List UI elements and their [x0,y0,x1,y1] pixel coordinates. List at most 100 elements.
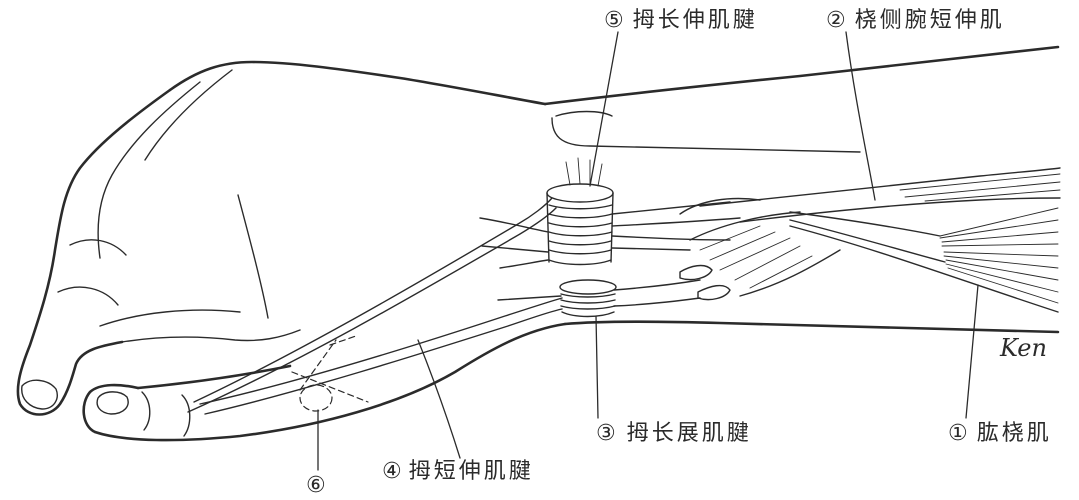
ecrb-fiber [899,173,1061,191]
label-number: ④ [382,459,405,484]
brachioradialis-tendon [789,219,946,263]
leader-apl [595,315,599,419]
tendon-right [611,217,741,227]
hand-details [21,69,861,437]
index-finger-outline [16,88,172,416]
body-outline [16,45,1060,442]
apl-muscle-edge [739,249,841,297]
apl-fiber [699,225,761,251]
retinaculum-wrap [560,305,616,310]
retinaculum-top [559,279,617,295]
brachioradialis-edge [789,225,1059,313]
ulna-head-top [555,110,613,117]
tendon-right [613,297,701,307]
retinaculum-side [610,192,614,263]
forearm-bottom-outline [563,320,1060,334]
label-marker6: ⑥ [306,473,329,498]
ring-finger-line [144,69,233,161]
label-text: 拇短伸肌腱 [409,459,534,484]
tendon-under-retinaculum [497,295,562,301]
ecrb-belly [679,197,761,215]
extensor-retinaculum-upper [546,157,614,266]
leader-epb [417,339,461,459]
retinaculum-wrap [560,293,616,298]
apl-fiber [709,231,776,261]
retinaculum-fiber [565,161,571,186]
retinaculum-top [546,183,614,203]
index-fingernail [21,379,58,410]
thumb-joint-line [141,391,151,431]
apl-fiber [749,255,813,289]
thumb-joint-line [181,394,191,437]
retinaculum-wrap [561,311,615,318]
ulna-head-outline [551,117,861,153]
hand-dorsum-outline [168,60,547,106]
brachioradialis-fiber [945,259,1059,281]
retinaculum-wrap [548,231,613,237]
brachioradialis-fiber [943,255,1059,269]
retinaculum-fiber [577,157,581,185]
palm-edge-line [121,329,301,343]
retinaculum-wrap [548,249,612,255]
forearm-top-outline [543,45,1060,106]
label-number: ③ [596,421,619,446]
hand-dorsum-crease [237,194,269,319]
brachioradialis-fiber [941,243,1059,247]
brachioradialis-tendon [789,211,941,237]
middle-finger-line [97,81,201,259]
dashed-line [291,371,369,403]
epl-tendon [187,207,557,413]
tendon-right [611,247,691,251]
brachioradialis-fiber [943,251,1059,257]
apl-fiber [719,237,791,271]
retinaculum-wrap [548,240,612,246]
label-number: ⑤ [604,8,627,33]
ecrb-muscle-edge [739,197,1061,223]
thumb-tip-outline [82,383,140,434]
leader-lines [317,31,979,471]
ecrb-fiber [924,189,1061,202]
dashed-ellipse [299,384,333,412]
brachioradialis-fiber [939,219,1059,239]
ecrb-fiber [904,181,1061,198]
label-text: 肱桡肌 [977,421,1052,446]
artist-signature: Ken [999,334,1047,362]
retinaculum-wrap [548,213,613,219]
leader-epl [589,31,619,187]
brachioradialis-fiber [939,207,1059,237]
tendon-under-retinaculum [481,245,549,253]
retinaculum-wrap [548,204,613,210]
label-text: 拇长伸肌腱 [633,8,758,33]
finger-fold-line [57,286,119,306]
thumb-bottom-outline [93,322,567,442]
cut-tendon-stub [679,264,713,281]
epl-tendon [193,197,553,403]
apl-fiber [734,245,801,281]
ecrb-muscle-edge [699,167,1061,207]
leader-br [965,284,979,419]
tendon-right [611,201,731,215]
label-number: ② [826,8,849,33]
retinaculum-wrap [560,299,616,304]
tendon-under-retinaculum [499,259,549,269]
tendon-under-retinaculum [479,217,549,233]
epb-tendon [204,308,563,415]
thumb-top-outline [136,364,292,390]
tendon-right [611,235,731,241]
curled-fingers-line [99,309,241,327]
dashed-line [299,339,337,391]
extensor-retinaculum-lower [559,279,617,318]
brachioradialis-fiber [941,231,1059,243]
apl-muscle-edge [689,211,801,241]
dashed-line [329,335,357,346]
thumb-dashed-markings [291,335,369,412]
retinaculum-wrap [548,222,613,228]
muscles [679,167,1061,313]
label-number: ① [948,421,971,446]
